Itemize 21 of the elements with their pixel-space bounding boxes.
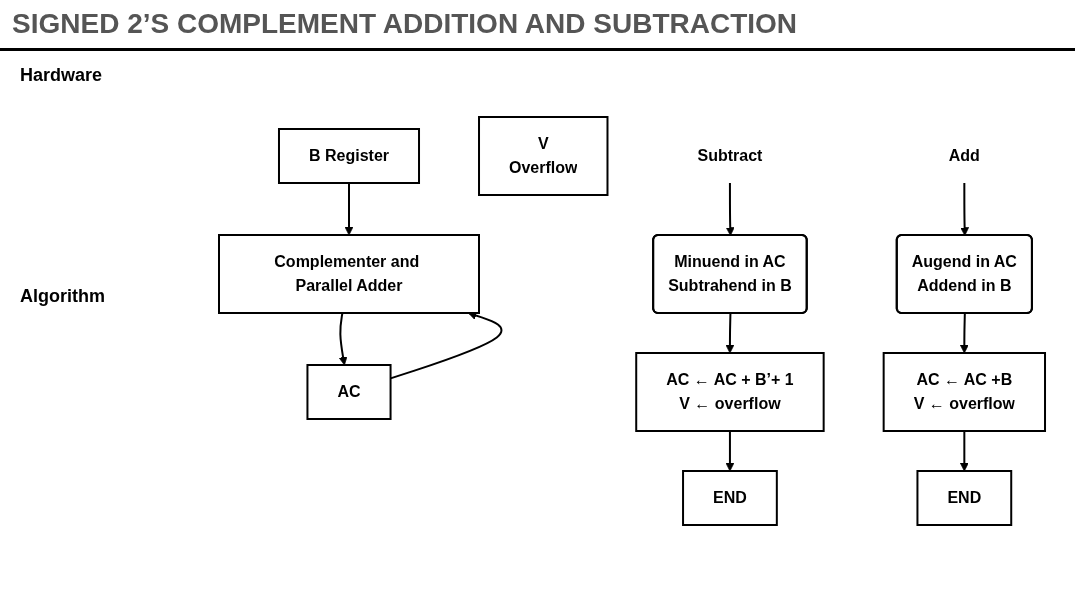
- node-box: END: [916, 470, 1013, 526]
- arrow: [960, 312, 970, 354]
- arrow: [345, 182, 354, 236]
- node-box: Complementer and Parallel Adder: [218, 234, 481, 314]
- arrow: [339, 312, 348, 366]
- node-text: Subtract: [697, 147, 763, 164]
- section-heading: Algorithm: [20, 286, 106, 307]
- node-box: AC ← AC + B’+ 1 V ← overflow: [635, 352, 826, 432]
- arrow: [726, 430, 735, 472]
- section-heading: Hardware: [20, 65, 104, 86]
- arrow: [960, 182, 970, 236]
- arrow: [726, 182, 736, 236]
- node-box: END: [682, 470, 779, 526]
- slide-title: SIGNED 2’S COMPLEMENT ADDITION AND SUBTRACTION: [0, 0, 1075, 51]
- arrow: [726, 312, 735, 354]
- arrow: [960, 430, 970, 472]
- node-box: AC ← AC +B V ← overflow: [883, 352, 1047, 432]
- node-box: AC: [306, 364, 393, 420]
- node-text: Add: [949, 147, 981, 164]
- node-box: B Register: [278, 128, 421, 184]
- node-box: V Overflow: [478, 116, 609, 196]
